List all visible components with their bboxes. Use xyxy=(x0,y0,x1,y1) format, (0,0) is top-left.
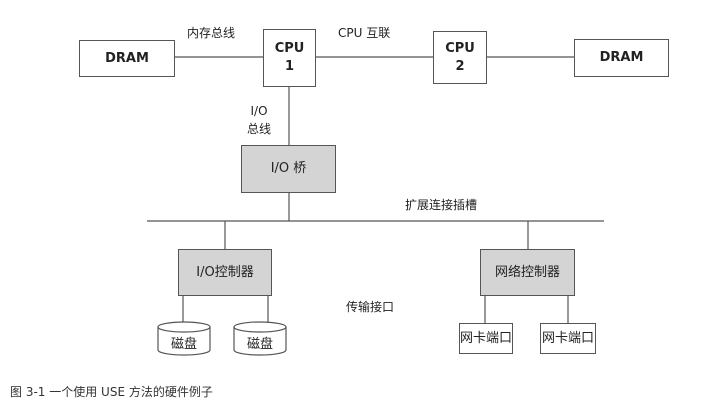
dram-left-box: DRAM xyxy=(79,40,175,77)
disk-1-cylinder: 磁盘 xyxy=(157,321,211,357)
nic-port-2-box: 网卡端口 xyxy=(540,323,596,354)
cpu-2-number: 2 xyxy=(455,58,465,74)
cpu-2-box: CPU 2 xyxy=(433,31,487,84)
network-controller-label: 网络控制器 xyxy=(494,264,560,280)
cpu-interconnect-label: CPU 互联 xyxy=(338,26,391,40)
transfer-interface-label: 传输接口 xyxy=(346,300,395,314)
io-bus-label-line1: I/O xyxy=(250,104,268,118)
disk-2-cylinder: 磁盘 xyxy=(233,321,287,357)
dram-right-label: DRAM xyxy=(599,50,644,65)
cpu-1-label: CPU xyxy=(274,41,305,56)
nic-port-1-label: 网卡端口 xyxy=(460,330,513,346)
nic-port-1-box: 网卡端口 xyxy=(459,323,513,354)
cpu-2-label: CPU xyxy=(445,40,475,56)
cpu-1-box: CPU 1 xyxy=(263,29,316,87)
disk-2-label: 磁盘 xyxy=(246,337,273,352)
io-bridge-box: I/O 桥 xyxy=(241,145,336,193)
io-bridge-label: I/O 桥 xyxy=(270,161,307,176)
io-bus-label: I/O 总线 xyxy=(247,102,271,138)
figure-caption: 图 3-1 一个使用 USE 方法的硬件例子 xyxy=(10,385,213,399)
dram-left-label: DRAM xyxy=(105,50,149,66)
cpu-1-number: 1 xyxy=(284,59,295,74)
disk-1-shape xyxy=(157,321,211,356)
network-controller-box: 网络控制器 xyxy=(480,249,575,296)
disk-2-shape xyxy=(233,321,287,356)
nic-port-2-label: 网卡端口 xyxy=(541,330,594,346)
io-controller-label: I/O控制器 xyxy=(196,264,254,280)
io-bus-label-line2: 总线 xyxy=(247,122,272,136)
io-controller-box: I/O控制器 xyxy=(178,249,272,296)
memory-bus-label: 内存总线 xyxy=(187,26,236,40)
expansion-bus-label: 扩展连接插槽 xyxy=(405,198,478,212)
disk-1-label: 磁盘 xyxy=(170,337,197,352)
dram-right-box: DRAM xyxy=(574,39,669,77)
